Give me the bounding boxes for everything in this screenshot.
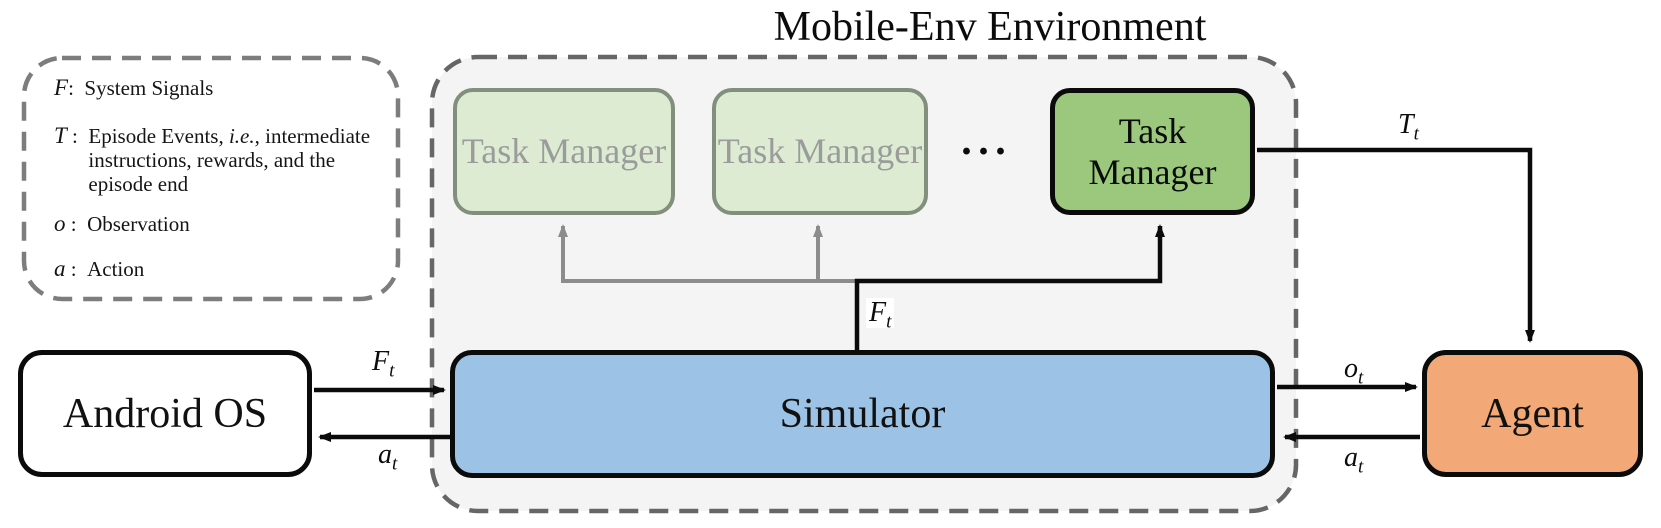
symbol-mathcal-T: T [54,123,67,148]
legend-box: F: System Signals T : Episode Events, i.… [22,57,400,300]
node-task-manager-active: Task Manager [1050,88,1255,215]
legend-item-episode-events: T : Episode Events, i.e., intermediate i… [54,123,386,197]
simulator-label: Simulator [779,391,946,437]
legend-item-observation: o : Observation [54,211,386,237]
symbol-a: a [54,256,66,281]
android-os-label: Android OS [62,390,268,437]
node-task-manager-1: Task Manager [453,88,675,215]
legend-text: Episode Events, i.e., intermediate instr… [88,124,371,196]
legend-text: System Signals [84,76,214,100]
symbol-mathcal-F: F [54,75,69,100]
task-manager-label: Task Manager [461,131,667,172]
node-agent: Agent [1422,350,1643,477]
symbol-o: o [54,211,66,236]
legend-item-system-signals: F: System Signals [54,75,386,101]
node-task-manager-2: Task Manager [712,88,928,215]
legend-text: Action [87,257,145,281]
figure-title: Mobile-Env Environment [773,4,1207,50]
legend-item-action: a : Action [54,256,386,282]
task-manager-label: Task Manager [1088,111,1217,192]
legend-text: Observation [87,212,190,236]
node-simulator: Simulator [450,350,1275,478]
ellipsis-more-task-managers: ··· [959,128,1011,175]
node-android-os: Android OS [18,350,312,477]
legend-border [21,55,401,302]
task-manager-label: Task Manager [717,131,923,172]
agent-label: Agent [1481,390,1584,437]
